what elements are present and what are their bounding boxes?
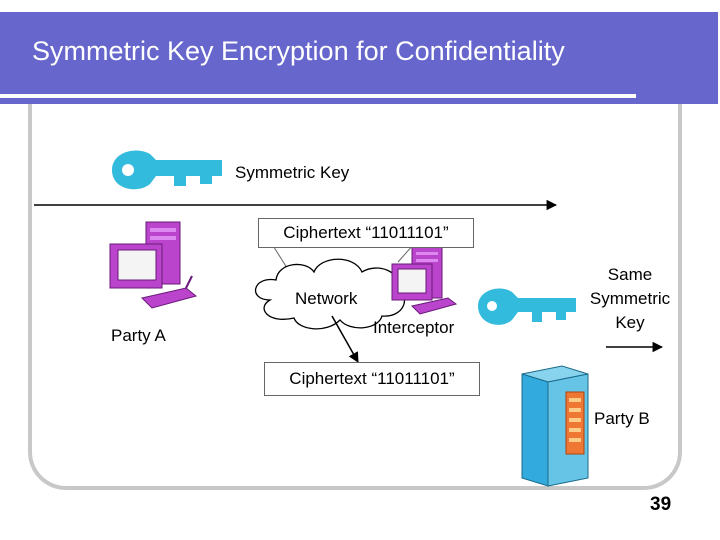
same-symmetric-key-label: Same Symmetric Key: [578, 263, 682, 335]
title-bar: [0, 12, 718, 104]
same-symmetric-key-line-3: Key: [615, 313, 645, 332]
network-label: Network: [295, 289, 358, 308]
arrow-intercept: [331, 315, 359, 363]
title-rule: [0, 94, 636, 98]
same-symmetric-key-line-1: Same: [607, 265, 653, 284]
computer-icon-interceptor: [391, 245, 458, 315]
ciphertext-box-bottom: Ciphertext “11011101”: [264, 362, 480, 396]
symmetric-key-label: Symmetric Key: [235, 163, 350, 182]
interceptor-label: Interceptor: [373, 318, 455, 337]
content-frame: [28, 104, 682, 490]
key-icon-second: [478, 288, 576, 325]
party-a-label: Party A: [111, 326, 166, 345]
same-symmetric-key-line-2: Symmetric: [589, 289, 671, 308]
ciphertext-box-top: Ciphertext “11011101”: [258, 218, 474, 248]
page-number: 39: [650, 494, 672, 515]
server-icon-party-b: [521, 365, 589, 487]
slide-title: Symmetric Key Encryption for Confidentia…: [32, 36, 565, 66]
party-b-label: Party B: [594, 409, 650, 428]
computer-icon-party-a: [109, 221, 198, 309]
key-icon-top: [112, 150, 222, 190]
